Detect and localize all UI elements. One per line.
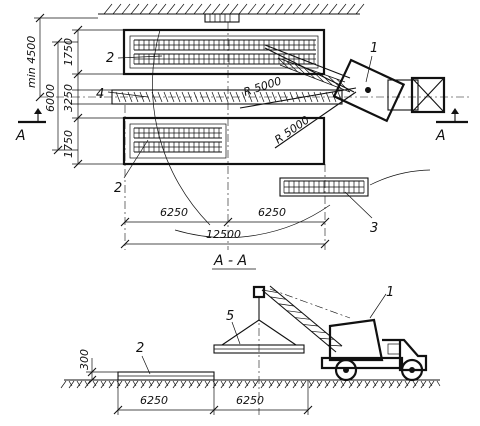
swing-arc-bottom: [174, 204, 331, 238]
upper-stack-2: [122, 28, 326, 76]
leader-3: [344, 191, 373, 219]
dim-1750-bottom: 1750: [62, 130, 75, 158]
section-mark-right: [436, 108, 468, 124]
plan-dim-6250-right: 6250: [258, 206, 286, 219]
dim-min4500: min 4500: [25, 36, 38, 88]
label-2-lower: 2: [114, 181, 122, 196]
label-3: 3: [370, 221, 378, 236]
label-5: 5: [226, 309, 234, 324]
leader-2-section: [141, 355, 151, 375]
dim-6000: 6000: [44, 84, 57, 112]
crane-plan: [239, 44, 446, 149]
dim-1750-top: 1750: [62, 38, 75, 66]
label-2-section: 2: [136, 341, 144, 356]
dim-300: 300: [78, 349, 91, 370]
lower-stack-2: [122, 116, 326, 166]
leader-5: [231, 321, 241, 345]
leader-2-upper: [117, 55, 163, 59]
section-dim-6250-right: 6250: [236, 394, 264, 407]
section-stack-2: [117, 371, 215, 381]
label-4: 4: [96, 87, 104, 102]
leader-4: [107, 91, 149, 98]
label-2-upper: 2: [106, 51, 114, 66]
dim-3250: 3250: [62, 84, 75, 112]
single-stack-3: [279, 177, 369, 197]
plan-horizontal-dimensions: [120, 217, 330, 249]
label-1-section: 1: [386, 285, 394, 300]
label-1-plan: 1: [370, 41, 378, 56]
swing-arc-left: [152, 29, 211, 226]
top-wall-hatch: [98, 3, 365, 23]
leader-2-lower: [123, 139, 149, 179]
vertical-dimensions: [34, 13, 124, 169]
ground-line: [60, 379, 441, 389]
crane-elevation: [252, 285, 428, 382]
section-title: A - A: [213, 253, 247, 269]
plan-dim-6250-left: 6250: [160, 206, 188, 219]
radius-label-1: R 5000: [242, 74, 283, 98]
section-mark-left: [18, 108, 46, 124]
leader-1-section: [369, 293, 387, 319]
section-height-dim: [86, 358, 118, 385]
section-dim-6250-left: 6250: [140, 394, 168, 407]
plan-dim-12500: 12500: [206, 228, 241, 241]
swing-arc-right: [369, 169, 431, 186]
section-letter-right: A: [435, 128, 446, 144]
leader-1-plan: [365, 55, 373, 83]
section-letter-left: A: [15, 128, 26, 144]
section-horizontal-dimensions: [113, 296, 313, 415]
